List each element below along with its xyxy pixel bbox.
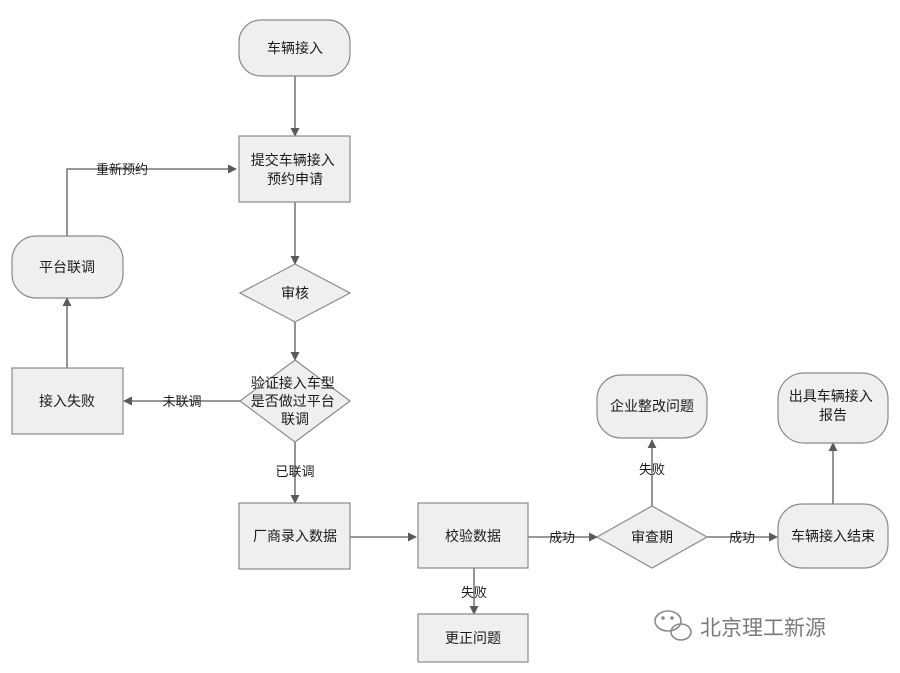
node-audit	[595, 505, 709, 569]
edge-label-not-debugged: 未联调	[162, 395, 201, 410]
edge-label-rebook: 重新预约	[96, 162, 148, 178]
node-report-line-2: 报告	[819, 408, 847, 424]
node-submit-line-1: 提交车辆接入	[251, 152, 335, 169]
node-fail	[11, 367, 124, 435]
node-joint-debug-label: 平台联调	[39, 260, 95, 276]
node-verify-line-2: 是否做过平台	[251, 394, 335, 410]
node-audit-label: 审查期	[631, 530, 673, 546]
node-correct-label: 更正问题	[445, 631, 501, 647]
node-submit-line-2: 预约申请	[267, 172, 323, 188]
watermark-text: 北京理工新源	[700, 616, 826, 640]
node-submit	[238, 135, 351, 203]
node-start-label: 车辆接入	[267, 40, 323, 57]
node-verify-label: 验证接入车型 是否做过平台 联调	[251, 375, 339, 428]
edge-joint-debug-to-submit	[66, 164, 237, 236]
node-verify-line-1: 验证接入车型	[251, 375, 335, 392]
node-rectify-label: 企业整改问题	[610, 398, 694, 415]
node-record-label: 厂商录入数据	[253, 529, 337, 545]
edge-label-check-fail: 失败	[461, 586, 487, 601]
edge-label-check-success: 成功	[549, 531, 575, 546]
node-start	[238, 19, 351, 77]
edge-label-audit-success: 成功	[729, 531, 755, 546]
node-review-label: 审核	[281, 286, 309, 302]
node-report-line-1: 出具车辆接入	[789, 388, 873, 405]
edge-label-audit-fail: 失败	[639, 463, 665, 478]
wechat-icon	[654, 610, 692, 641]
node-correct	[417, 613, 529, 663]
node-fail-label: 接入失败	[39, 393, 95, 410]
node-verify	[238, 359, 352, 443]
node-check-label: 校验数据	[445, 528, 501, 545]
node-review	[238, 263, 352, 323]
node-report-label: 出具车辆接入 报告	[789, 388, 877, 424]
node-joint-debug	[11, 235, 124, 299]
node-record	[238, 502, 351, 570]
node-verify-line-3: 联调	[281, 412, 309, 428]
edge-label-debugged: 已联调	[275, 465, 314, 480]
node-finish	[777, 503, 889, 569]
node-report	[777, 372, 889, 444]
node-check	[417, 502, 529, 569]
node-rectify	[596, 374, 708, 439]
node-submit-label: 提交车辆接入 预约申请	[251, 152, 339, 188]
node-finish-label: 车辆接入结束	[791, 528, 875, 545]
